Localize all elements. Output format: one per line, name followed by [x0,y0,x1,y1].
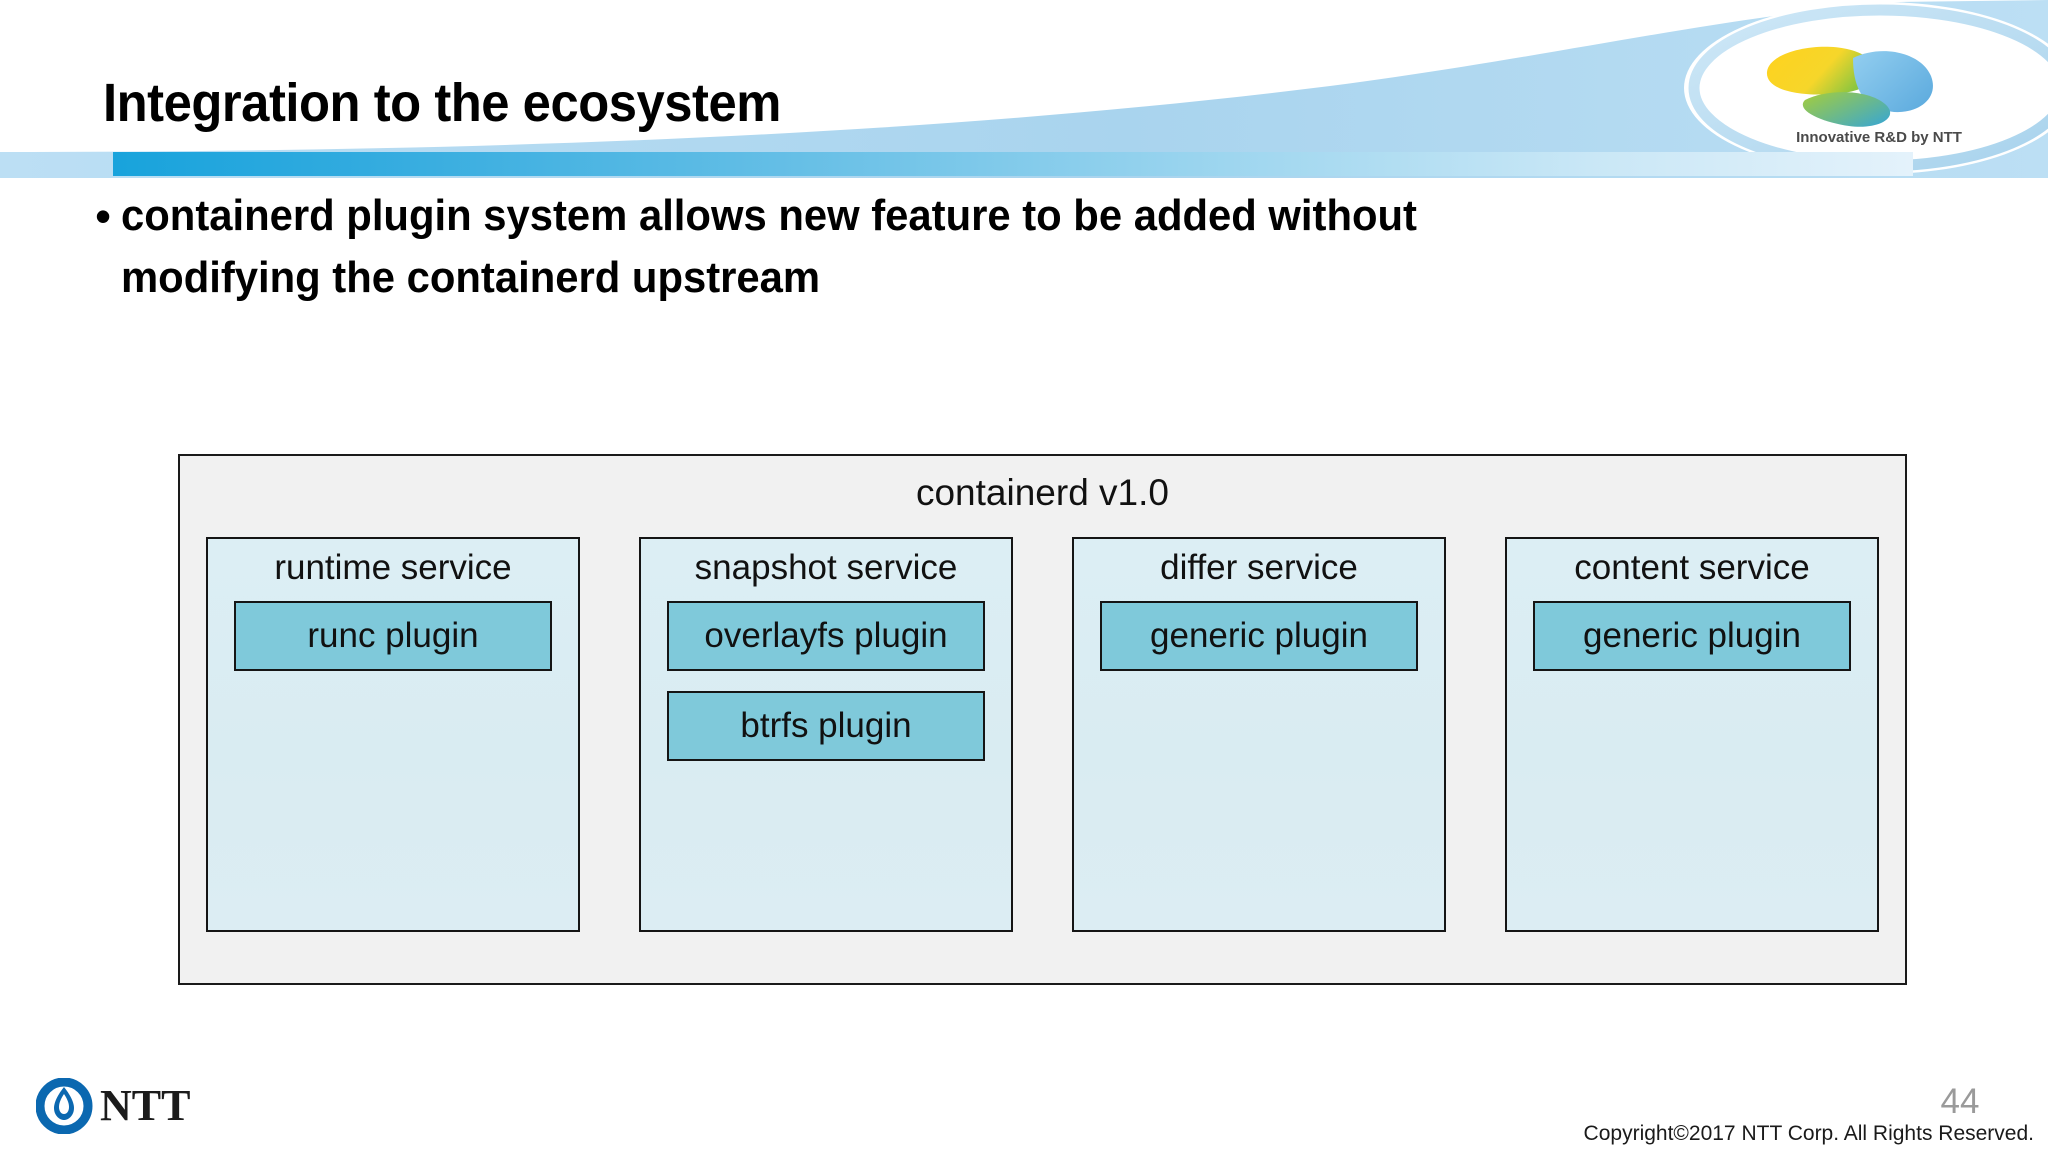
bullet-line-1: containerd plugin system allows new feat… [121,191,1418,240]
service-box-runtime: runtime service runc plugin [206,537,580,932]
plugin-box: runc plugin [234,601,552,671]
plugin-box: generic plugin [1100,601,1418,671]
bullet-line-2: modifying the containerd upstream [121,253,821,302]
bullet-item: • containerd plugin system allows new fe… [95,185,1955,309]
rd-logo-blue-blob [1853,51,1933,113]
page-title: Integration to the ecosystem [103,73,781,133]
page-number: 44 [1940,1082,1980,1121]
containerd-architecture-diagram: containerd v1.0 runtime service runc plu… [178,454,1907,985]
service-box-differ: differ service generic plugin [1072,537,1446,932]
service-box-snapshot: snapshot service overlayfs plugin btrfs … [639,537,1013,932]
service-label: differ service [1160,548,1358,587]
service-label: content service [1574,548,1810,587]
service-box-content: content service generic plugin [1505,537,1879,932]
ntt-logo-droplet-inner [59,1094,69,1114]
logo-oval-cutout [1684,2,2048,174]
innovative-rd-logo: Innovative R&D by NTT [1766,46,1962,146]
service-label: runtime service [274,548,512,587]
logo-oval-ring [1688,4,2048,172]
plugin-box: overlayfs plugin [667,601,985,671]
rd-logo-yellow-blob [1766,46,1876,95]
rd-logo-green-blob [1802,92,1891,127]
service-column-row: runtime service runc plugin snapshot ser… [180,537,1905,932]
ntt-logo: NTT [36,1078,190,1134]
bullet-list: • containerd plugin system allows new fe… [95,185,1955,309]
bullet-marker: • [95,190,112,242]
diagram-title: containerd v1.0 [915,472,1169,513]
ntt-wordmark: NTT [100,1081,190,1130]
rd-logo-caption: Innovative R&D by NTT [1796,129,1962,146]
ntt-logo-circle [36,1078,93,1134]
plugin-box: generic plugin [1533,601,1851,671]
service-label: snapshot service [694,548,958,587]
plugin-box: btrfs plugin [667,691,985,761]
title-accent-bar [113,152,1913,176]
copyright-notice: Copyright©2017 NTT Corp. All Rights Rese… [1583,1122,2034,1145]
